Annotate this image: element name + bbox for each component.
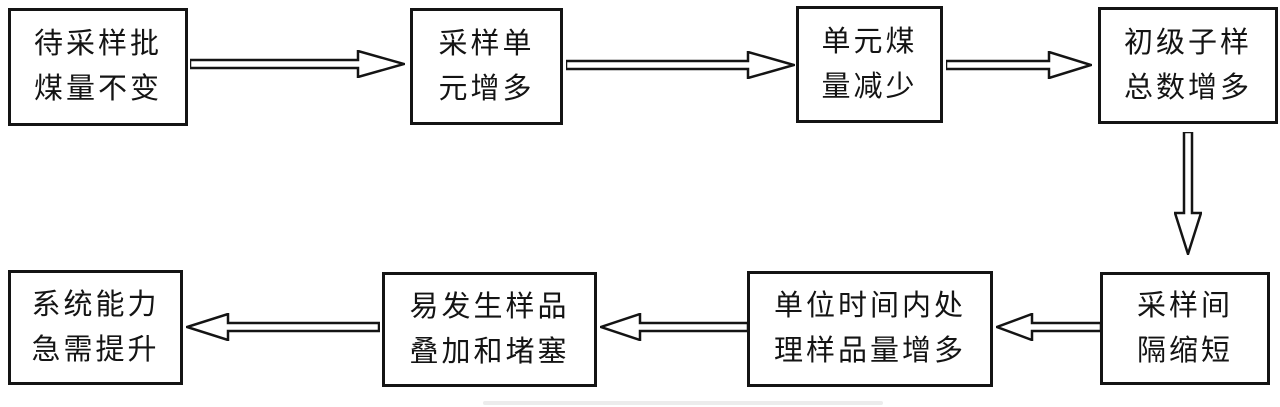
flow-box-overlap-blockage-risk: 易发生样品 叠加和堵塞 xyxy=(382,272,597,387)
flow-box-batch-coal-unchanged: 待采样批 煤量不变 xyxy=(8,8,188,126)
scan-artifact-line xyxy=(483,401,883,405)
arrow-left-icon xyxy=(600,313,749,341)
arrow-left-icon xyxy=(186,313,380,341)
flow-box-text-line: 量减少 xyxy=(821,70,918,103)
arrow-right-icon xyxy=(566,51,795,79)
flow-box-text-line: 总数增多 xyxy=(1123,71,1252,104)
flow-box-text-line: 叠加和堵塞 xyxy=(409,335,570,368)
flow-box-text-line: 煤量不变 xyxy=(33,73,162,105)
flow-box-primary-subsample-increase: 初级子样 总数增多 xyxy=(1098,7,1278,124)
flow-box-sampling-interval-shorten: 采样间 隔缩短 xyxy=(1100,272,1270,385)
flow-box-system-capacity-upgrade: 系统能力 急需提升 xyxy=(8,270,183,385)
arrow-right-icon xyxy=(946,51,1092,79)
flow-box-sampling-units-increase: 采样单 元增多 xyxy=(410,8,563,125)
flow-box-text-line: 系统能力 xyxy=(31,288,160,321)
flow-box-text-line: 初级子样 xyxy=(1123,26,1252,59)
arrow-left-icon xyxy=(996,313,1102,341)
flow-box-text-line: 元增多 xyxy=(438,72,535,105)
flow-box-text-line: 采样单 xyxy=(438,27,535,60)
flow-box-text-line: 待采样批 xyxy=(33,28,162,60)
flow-box-text-line: 易发生样品 xyxy=(409,290,570,323)
arrow-right-icon xyxy=(190,50,405,78)
flow-box-text-line: 隔缩短 xyxy=(1136,334,1233,367)
flow-box-text-line: 采样间 xyxy=(1136,289,1233,322)
flow-box-text-line: 理样品量增多 xyxy=(773,335,966,367)
flow-box-unit-coal-decrease: 单元煤 量减少 xyxy=(796,6,943,123)
flow-box-text-line: 单元煤 xyxy=(821,25,918,58)
flow-box-samples-per-time-increase: 单位时间内处 理样品量增多 xyxy=(747,271,993,387)
arrow-down-icon xyxy=(1174,132,1202,255)
flow-box-text-line: 单位时间内处 xyxy=(773,290,966,322)
flow-box-text-line: 急需提升 xyxy=(31,333,160,366)
